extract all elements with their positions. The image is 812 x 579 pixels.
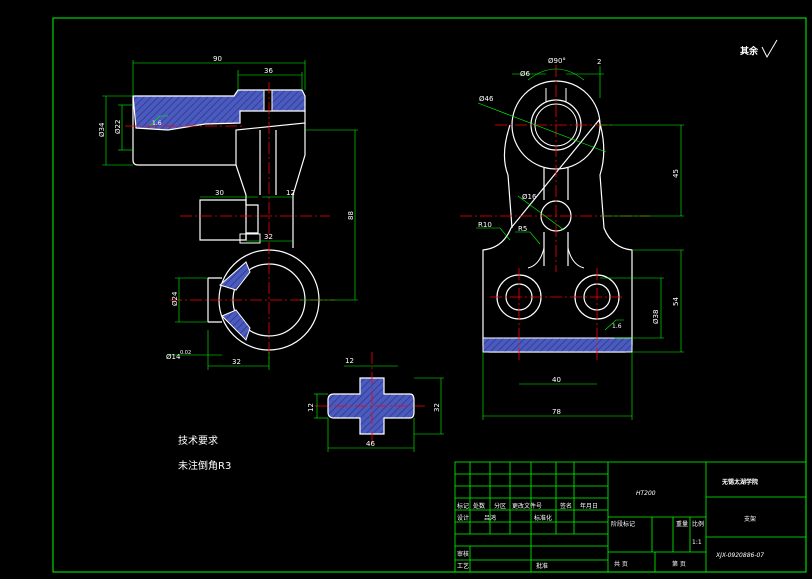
- tb-sheets-total: 共 页: [614, 560, 628, 568]
- dim-label: 0.02: [180, 350, 191, 356]
- dim-label: 30: [215, 189, 224, 197]
- dim-label: Ø24: [171, 291, 179, 306]
- tb-approve: 批准: [536, 562, 548, 570]
- dim-label: 12: [286, 189, 295, 197]
- dim-label: 36: [264, 67, 273, 75]
- dim-label: 88: [347, 211, 355, 220]
- dim-label: 12: [307, 403, 315, 412]
- notes-line: 未注倒角R3: [178, 459, 231, 472]
- roughness-note: 其余: [740, 39, 778, 59]
- side-base-hatch: [482, 337, 633, 353]
- roughness-note-text: 其余: [740, 45, 759, 57]
- drawing-border: [52, 17, 807, 573]
- tb-standard: 标准化: [534, 514, 552, 522]
- dim-label: 32: [232, 358, 241, 366]
- tb-school: 无锡太湖学院: [721, 478, 758, 486]
- dim-label: R5: [518, 225, 527, 233]
- side-dimensions: [476, 66, 684, 420]
- dim-label: R10: [478, 221, 492, 229]
- dim-label: Ø6: [520, 70, 531, 78]
- tb-sheet-no: 第 页: [672, 560, 686, 568]
- front-dimensions: [102, 60, 358, 370]
- dim-label: 32: [433, 403, 441, 412]
- tb-header-4: 签名: [560, 502, 572, 510]
- notes-title: 技术要求: [178, 434, 218, 447]
- front-view: [125, 82, 335, 360]
- cross-section: [315, 352, 425, 445]
- dim-label: 45: [672, 169, 680, 178]
- side-view: [460, 65, 650, 362]
- dim-label: 46: [366, 440, 375, 448]
- roughness-symbol-icon: [761, 39, 778, 59]
- side-top-slot: [545, 88, 567, 102]
- dim-label: Ø16: [522, 193, 537, 201]
- side-body-left: [507, 174, 513, 229]
- dim-label: 54: [672, 297, 680, 306]
- front-ring-hatch-top: [219, 261, 251, 291]
- side-body-outline: [482, 118, 633, 353]
- technical-notes: 技术要求 未注倒角R3: [178, 434, 231, 472]
- tb-part-name: 支架: [744, 515, 756, 523]
- dim-label: 32: [264, 233, 273, 241]
- dim-label: Ø46: [479, 95, 494, 103]
- tb-header-1: 处数: [473, 502, 485, 510]
- tb-stage-2: 比例: [692, 520, 704, 528]
- side-dim-labels: Ø90° Ø6 2 Ø46 45 Ø16 R10 R5 54 Ø38 1.6 4…: [478, 57, 680, 416]
- front-boss-step: [239, 233, 261, 244]
- side-notch: [527, 247, 585, 269]
- section-dim-labels: 12 12 32 46: [307, 357, 441, 448]
- front-boss: [199, 199, 259, 241]
- tb-header-2: 分区: [494, 502, 506, 510]
- dim-label: 1.6: [612, 323, 622, 330]
- dim-label: Ø22: [114, 120, 122, 134]
- dim-label: 78: [552, 408, 561, 416]
- front-ring-side: [207, 277, 222, 323]
- tb-stage-0: 阶段标记: [611, 520, 635, 528]
- tb-material: HT200: [636, 490, 656, 497]
- dim-label: Ø14: [166, 353, 181, 361]
- tb-header-0: 标记: [457, 502, 469, 510]
- tb-header-5: 年月日: [580, 502, 598, 510]
- side-rib: [543, 168, 569, 266]
- front-shaft-lower: [132, 96, 306, 166]
- dim-label: 40: [552, 376, 561, 384]
- front-ring-hatch-bot: [221, 309, 251, 341]
- dim-label: Ø38: [652, 310, 660, 324]
- section-dimensions: [314, 365, 444, 452]
- tb-check: 审核: [457, 550, 469, 558]
- dim-label: 12: [345, 357, 354, 365]
- tb-header-3: 更改文件号: [512, 502, 542, 510]
- dim-label: Ø90°: [548, 57, 566, 65]
- title-block-text: 标记 处数 分区 更改文件号 签名 年月日 设计 吕鸿 标准化 阶段标记 重量 …: [457, 478, 764, 570]
- front-web: [235, 123, 306, 248]
- tb-drawing-no: XJX-0920886-07: [715, 552, 764, 559]
- tb-scale: 1:1: [692, 539, 702, 546]
- tb-design-label: 设计: [457, 514, 469, 522]
- front-shaft-slot: [263, 89, 273, 112]
- tb-process: 工艺: [457, 562, 469, 570]
- dim-label: 1.6: [152, 120, 162, 127]
- tb-designer: 吕鸿: [484, 514, 496, 522]
- tb-stage-1: 重量: [676, 520, 688, 528]
- dim-label: 90: [213, 55, 222, 63]
- title-block: [454, 461, 807, 573]
- front-dim-labels: 90 36 Ø34 Ø22 1.6 30 12 32 88 Ø24 Ø14 0.…: [98, 55, 355, 366]
- dim-label: Ø34: [98, 122, 106, 137]
- dim-label: 2: [597, 58, 601, 66]
